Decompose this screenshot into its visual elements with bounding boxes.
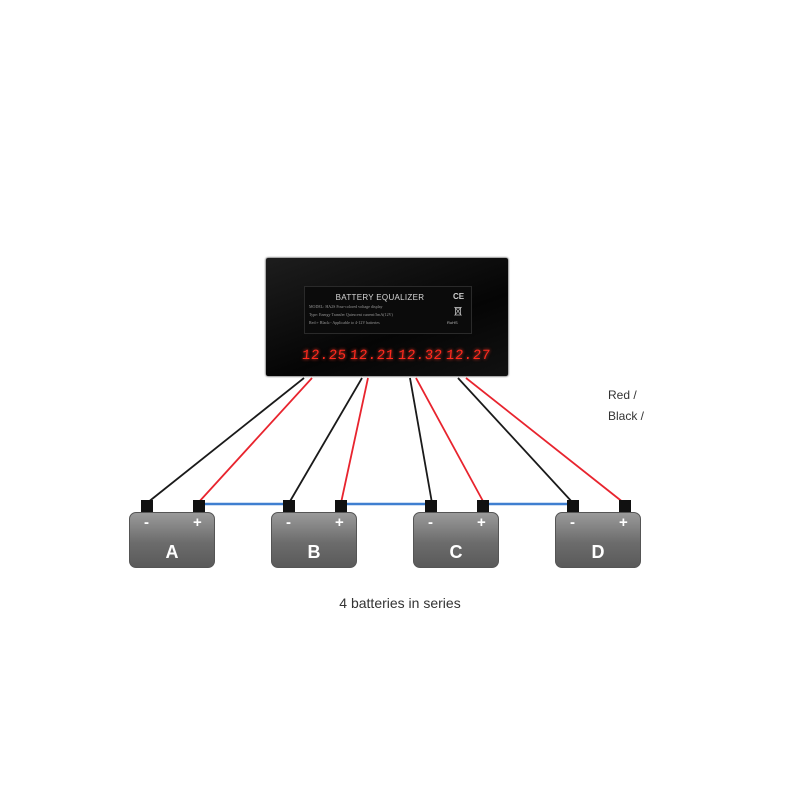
voltage-display-d: 12.27: [445, 348, 492, 364]
battery-label: D: [591, 542, 605, 562]
legend-black: Black /: [608, 409, 645, 423]
positive-sign: +: [619, 514, 628, 531]
battery-body: [271, 512, 357, 568]
voltage-display-b: 12.21: [349, 348, 396, 364]
positive-sign: +: [335, 514, 344, 531]
negative-sign: -: [144, 514, 149, 531]
negative-terminal: [141, 500, 153, 512]
device-spec-line: Red:+ Black:- Applicable to 4-12V batter…: [309, 320, 380, 325]
battery-d: - + D: [555, 500, 641, 568]
ce-mark: CE: [453, 292, 465, 301]
device-spec-line: Type: Energy Transfer Quiescent current:…: [309, 312, 393, 317]
negative-sign: -: [570, 514, 575, 531]
black-wire-a: [146, 377, 305, 504]
black-wire-d: [457, 377, 574, 504]
positive-sign: +: [477, 514, 486, 531]
battery-label: A: [165, 542, 179, 562]
black-wire-b: [288, 377, 363, 504]
positive-terminal: [477, 500, 489, 512]
negative-terminal: [567, 500, 579, 512]
legend-red: Red /: [608, 388, 637, 402]
battery-a: - + A: [129, 500, 215, 568]
battery-c: - + C: [413, 500, 499, 568]
positive-terminal: [619, 500, 631, 512]
positive-terminal: [193, 500, 205, 512]
negative-terminal: [425, 500, 437, 512]
red-wire-d: [465, 377, 625, 504]
red-wire-c: [415, 377, 485, 504]
positive-sign: +: [193, 514, 202, 531]
negative-sign: -: [428, 514, 433, 531]
battery-equalizer-device: BATTERY EQUALIZER MODEL: HA2S Four-color…: [266, 258, 508, 376]
red-wire-b: [340, 377, 369, 504]
diagram-caption: 4 batteries in series: [339, 595, 461, 611]
device-title: BATTERY EQUALIZER: [335, 293, 425, 302]
voltage-display-c: 12.32: [397, 348, 444, 364]
device-label-panel: BATTERY EQUALIZER MODEL: HA2S Four-color…: [304, 286, 472, 334]
battery-label: B: [307, 542, 321, 562]
battery-b: - + B: [271, 500, 357, 568]
rohs-mark: RoHS: [447, 320, 458, 325]
device-spec-line: MODEL: HA2S Four-colored voltage display: [309, 304, 383, 309]
weee-bin-icon: [454, 306, 462, 316]
battery-body: [413, 512, 499, 568]
negative-terminal: [283, 500, 295, 512]
voltage-display-a: 12.25: [301, 348, 348, 364]
battery-label: C: [449, 542, 463, 562]
battery-body: [555, 512, 641, 568]
red-wire-a: [197, 377, 313, 504]
battery-body: [129, 512, 215, 568]
positive-terminal: [335, 500, 347, 512]
negative-sign: -: [286, 514, 291, 531]
black-wire-c: [409, 377, 433, 504]
